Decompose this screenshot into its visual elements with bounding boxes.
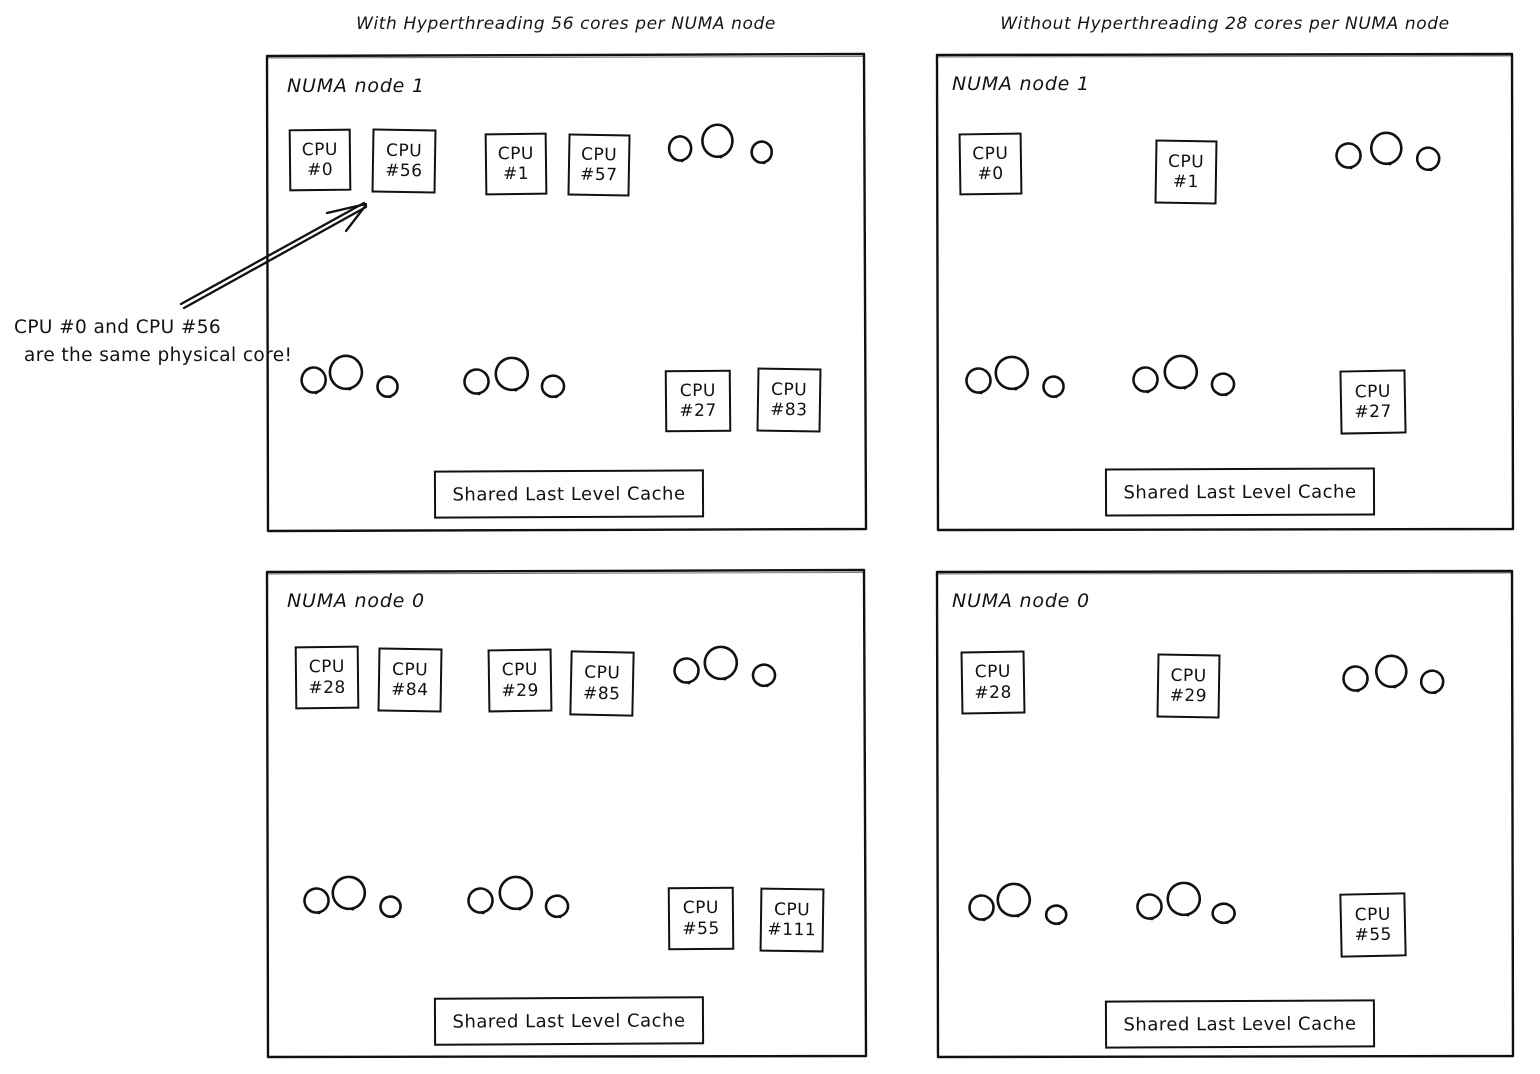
- panel-outline-left-top: [265, 52, 868, 533]
- cpu-box-number: #83: [769, 399, 808, 421]
- annotation-line-1: CPU #0 and CPU #56: [14, 317, 222, 338]
- cache-box-left-top[interactable]: Shared Last Level Cache: [433, 469, 705, 519]
- cpu-box-label: CPU: [497, 143, 535, 164]
- cpu-box-lt-27[interactable]: CPU #27: [664, 369, 732, 433]
- node-label-right-bottom: NUMA node 0: [952, 590, 1090, 612]
- node-label-left-bottom: NUMA node 0: [287, 590, 425, 612]
- ellipsis-dots-rb-row2a: [968, 882, 1068, 926]
- cpu-box-number: #55: [682, 918, 720, 939]
- cache-box-label: Shared Last Level Cache: [1123, 481, 1357, 503]
- node-label-right-top: NUMA node 1: [952, 73, 1090, 95]
- panel-outline-right-bottom: [935, 569, 1515, 1059]
- cpu-box-label: CPU: [308, 656, 346, 678]
- cpu-box-number: #27: [1354, 401, 1393, 423]
- ellipsis-dots-lb-row1: [673, 645, 777, 688]
- ellipsis-dots-rb-row2b: [1136, 881, 1236, 925]
- cpu-box-label: CPU: [1354, 904, 1392, 925]
- cpu-box-rb-29[interactable]: CPU #29: [1156, 653, 1221, 719]
- annotation-line-2: are the same physical core!: [24, 344, 293, 366]
- cpu-box-lt-56[interactable]: CPU #56: [371, 128, 437, 194]
- cpu-box-label: CPU: [773, 899, 811, 920]
- panel-title-right: Without Hyperthreading 28 cores per NUMA…: [1000, 14, 1450, 34]
- cpu-box-label: CPU: [770, 379, 808, 400]
- cpu-box-number: #85: [582, 683, 621, 704]
- ellipsis-dots-lt-row1: [667, 123, 773, 165]
- cpu-box-lt-57[interactable]: CPU #57: [567, 133, 631, 197]
- cache-box-label: Shared Last Level Cache: [1123, 1012, 1357, 1036]
- cpu-box-number: #1: [1172, 171, 1200, 193]
- cpu-box-number: #28: [308, 677, 346, 698]
- ellipsis-dots-lb-row2b: [467, 875, 570, 919]
- ellipsis-dots-rt-row2a: [965, 355, 1065, 399]
- cpu-box-lt-83[interactable]: CPU #83: [756, 367, 822, 433]
- node-label-left-top: NUMA node 1: [287, 75, 425, 97]
- cpu-box-number: #0: [306, 159, 334, 181]
- ellipsis-dots-lt-row2b: [463, 356, 566, 399]
- cpu-box-lb-85[interactable]: CPU #85: [569, 650, 635, 717]
- cpu-box-lb-29[interactable]: CPU #29: [487, 648, 553, 713]
- panel-title-left: With Hyperthreading 56 cores per NUMA no…: [356, 14, 776, 34]
- cache-box-left-bottom[interactable]: Shared Last Level Cache: [433, 996, 705, 1046]
- cpu-box-rb-28[interactable]: CPU #28: [960, 650, 1026, 715]
- cpu-box-label: CPU: [385, 140, 423, 161]
- annotation-arrow: [179, 201, 368, 310]
- panel-outline-right-top: [935, 52, 1515, 532]
- cpu-box-number: #29: [1169, 685, 1208, 707]
- cache-box-right-top[interactable]: Shared Last Level Cache: [1104, 467, 1376, 517]
- cpu-box-label: CPU: [974, 661, 1012, 683]
- cpu-box-rb-55[interactable]: CPU #55: [1339, 892, 1407, 958]
- cpu-box-number: #27: [679, 400, 717, 422]
- cpu-box-label: CPU: [580, 144, 618, 165]
- cpu-box-rt-0[interactable]: CPU #0: [958, 132, 1023, 196]
- cpu-box-number: #111: [767, 919, 817, 941]
- cpu-box-lt-1[interactable]: CPU #1: [484, 132, 548, 196]
- cpu-box-number: #29: [501, 680, 539, 701]
- cpu-box-lb-28[interactable]: CPU #28: [294, 645, 360, 710]
- panel-outline-left-bottom: [265, 568, 868, 1059]
- ellipsis-dots-lb-row2a: [303, 875, 402, 919]
- cpu-box-number: #57: [579, 164, 618, 186]
- cpu-box-lb-111[interactable]: CPU #111: [759, 887, 825, 953]
- cache-box-right-bottom[interactable]: Shared Last Level Cache: [1104, 999, 1376, 1049]
- cpu-box-number: #56: [384, 160, 423, 182]
- cpu-box-rt-1[interactable]: CPU #1: [1154, 139, 1218, 205]
- cpu-box-label: CPU: [972, 143, 1009, 164]
- cpu-box-lb-84[interactable]: CPU #84: [377, 647, 443, 713]
- cpu-box-label: CPU: [1170, 665, 1207, 686]
- cpu-box-label: CPU: [1354, 381, 1392, 402]
- cpu-box-lb-55[interactable]: CPU #55: [667, 886, 735, 951]
- cpu-box-label: CPU: [1167, 151, 1205, 172]
- cache-box-label: Shared Last Level Cache: [452, 1009, 686, 1033]
- cpu-box-number: #55: [1354, 924, 1393, 946]
- cpu-box-number: #0: [977, 163, 1004, 185]
- cpu-box-label: CPU: [501, 659, 539, 681]
- ellipsis-dots-lt-row2a: [300, 354, 399, 399]
- cpu-box-label: CPU: [682, 897, 720, 919]
- cpu-box-lt-0[interactable]: CPU #0: [288, 128, 352, 192]
- cpu-box-label: CPU: [391, 659, 429, 680]
- cpu-box-number: #1: [502, 163, 530, 185]
- cpu-box-number: #28: [974, 682, 1012, 703]
- cpu-box-number: #84: [390, 679, 429, 701]
- ellipsis-dots-rt-row1: [1335, 131, 1441, 172]
- cpu-box-label: CPU: [301, 139, 339, 160]
- annotation-text: CPU #0 and CPU #56 are the same physical…: [14, 314, 292, 370]
- cpu-box-label: CPU: [679, 380, 717, 401]
- ellipsis-dots-rt-row2b: [1132, 354, 1236, 397]
- cpu-box-rt-27[interactable]: CPU #27: [1339, 369, 1407, 435]
- cpu-box-label: CPU: [583, 662, 621, 684]
- cache-box-label: Shared Last Level Cache: [452, 482, 686, 506]
- ellipsis-dots-rb-row1: [1342, 654, 1445, 695]
